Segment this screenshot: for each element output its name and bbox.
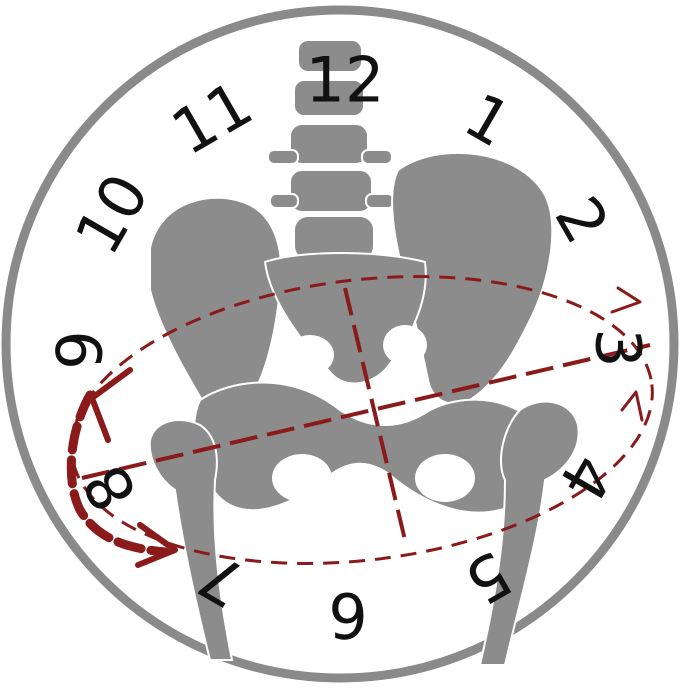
left-obturator-foramen xyxy=(272,454,332,502)
left-sacroiliac-gap xyxy=(286,335,334,375)
transverse-process xyxy=(362,150,392,164)
transverse-process xyxy=(268,150,298,164)
clock-number-12: 12 xyxy=(306,44,385,117)
vertebra xyxy=(290,170,372,212)
clock-number-3: 3 xyxy=(582,328,655,367)
clock-number-6: 6 xyxy=(328,579,367,652)
right-sacroiliac-gap xyxy=(383,325,427,365)
transverse-process xyxy=(270,194,298,208)
vertebra xyxy=(290,124,368,164)
transverse-process xyxy=(366,194,394,208)
clock-number-9: 9 xyxy=(44,330,117,369)
right-obturator-foramen xyxy=(415,454,475,502)
